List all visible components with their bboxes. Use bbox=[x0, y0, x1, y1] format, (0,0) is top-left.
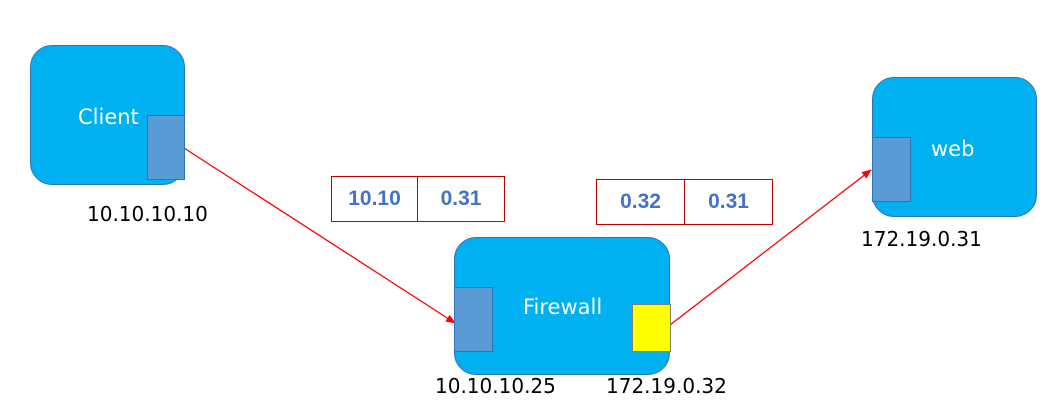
packet-inbound-dst: 0.31 bbox=[417, 176, 505, 222]
firewall-left-port[interactable] bbox=[454, 287, 493, 352]
firewall-right-port[interactable] bbox=[632, 304, 671, 352]
link-client-to-firewall bbox=[183, 147, 456, 324]
web-label: web bbox=[931, 137, 975, 161]
packet-inbound-src: 10.10 bbox=[331, 176, 418, 222]
firewall-right-ip: 172.19.0.32 bbox=[606, 374, 727, 398]
client-port[interactable] bbox=[147, 115, 185, 180]
web-ip: 172.19.0.31 bbox=[861, 227, 982, 251]
client-label: Client bbox=[78, 105, 139, 129]
client-ip: 10.10.10.10 bbox=[87, 202, 208, 226]
web-port[interactable] bbox=[872, 137, 911, 202]
link-firewall-to-web bbox=[669, 169, 872, 326]
firewall-label: Firewall bbox=[523, 295, 603, 319]
packet-outbound-dst: 0.31 bbox=[684, 179, 773, 225]
packet-outbound-src: 0.32 bbox=[596, 179, 685, 225]
firewall-left-ip: 10.10.10.25 bbox=[435, 374, 556, 398]
